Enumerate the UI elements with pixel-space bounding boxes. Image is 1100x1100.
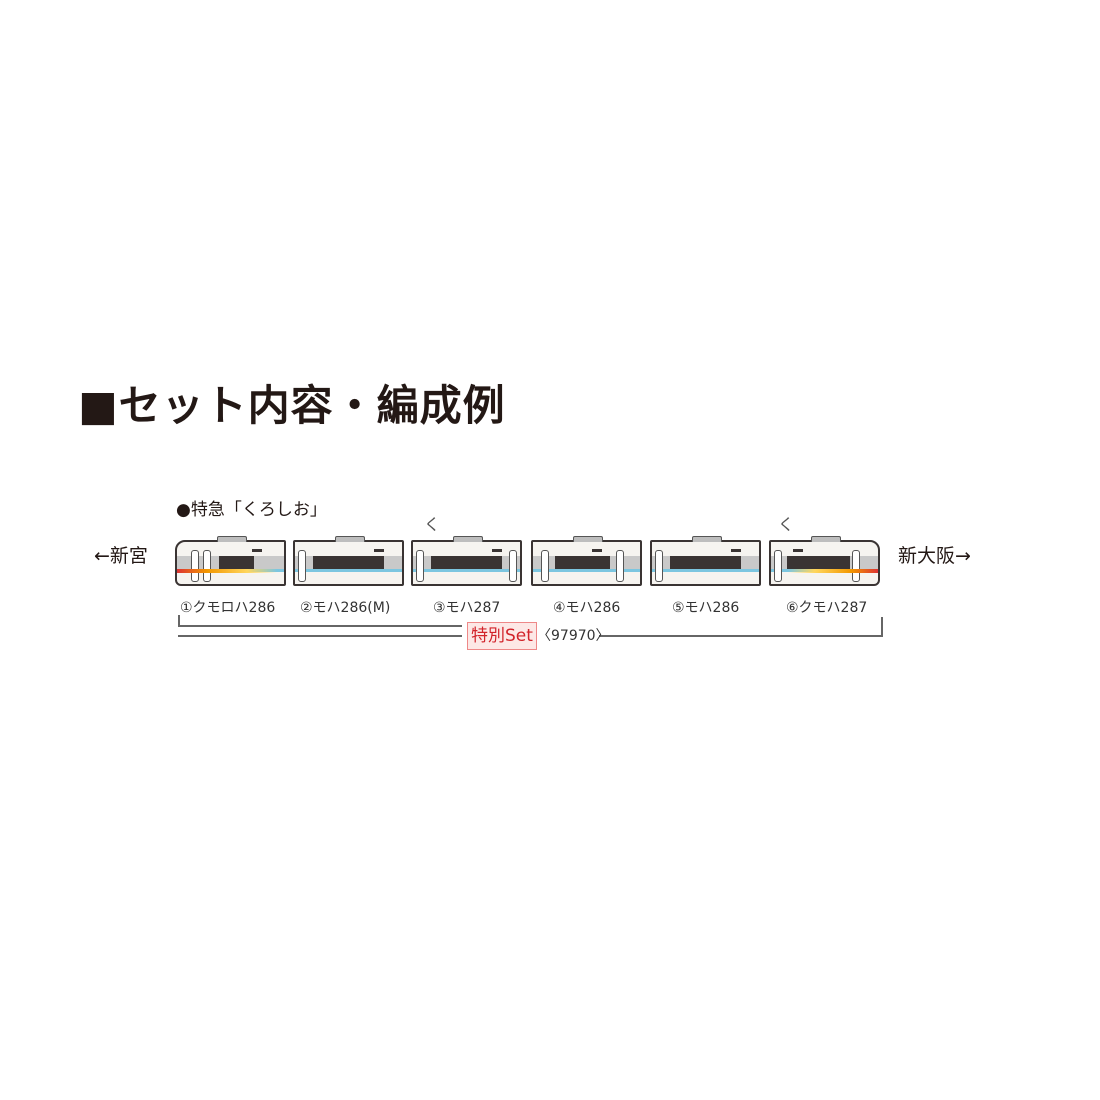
bracket-line-right (599, 635, 883, 637)
car-label-2: ②モハ286(M) (300, 600, 391, 616)
set-number: 〈97970〉 (537, 628, 610, 644)
train-car-3 (411, 536, 522, 586)
train-car-1 (175, 536, 286, 586)
section-title: ■セット内容・編成例 (78, 381, 506, 430)
train-car-2 (293, 536, 404, 586)
train-car-5 (650, 536, 761, 586)
pantograph-icon: く (778, 515, 795, 534)
direction-left: ←新宮 (94, 545, 148, 567)
pantograph-icon: く (424, 515, 441, 534)
car-label-3: ③モハ287 (433, 600, 501, 616)
bracket-line (178, 635, 462, 637)
car-label-6: ⑥クモハ287 (786, 600, 868, 616)
bracket-right (881, 617, 883, 637)
train-name: ●特急「くろしお」 (176, 500, 327, 520)
car-label-5: ⑤モハ286 (672, 600, 740, 616)
car-label-4: ④モハ286 (553, 600, 621, 616)
bracket-line-left (178, 625, 462, 627)
train-car-4 (531, 536, 642, 586)
train-car-6 (769, 536, 880, 586)
bracket-left (178, 615, 180, 627)
direction-right: 新大阪→ (898, 545, 971, 567)
special-set-badge: 特別Set (467, 622, 537, 650)
car-label-1: ①クモロハ286 (180, 600, 276, 616)
